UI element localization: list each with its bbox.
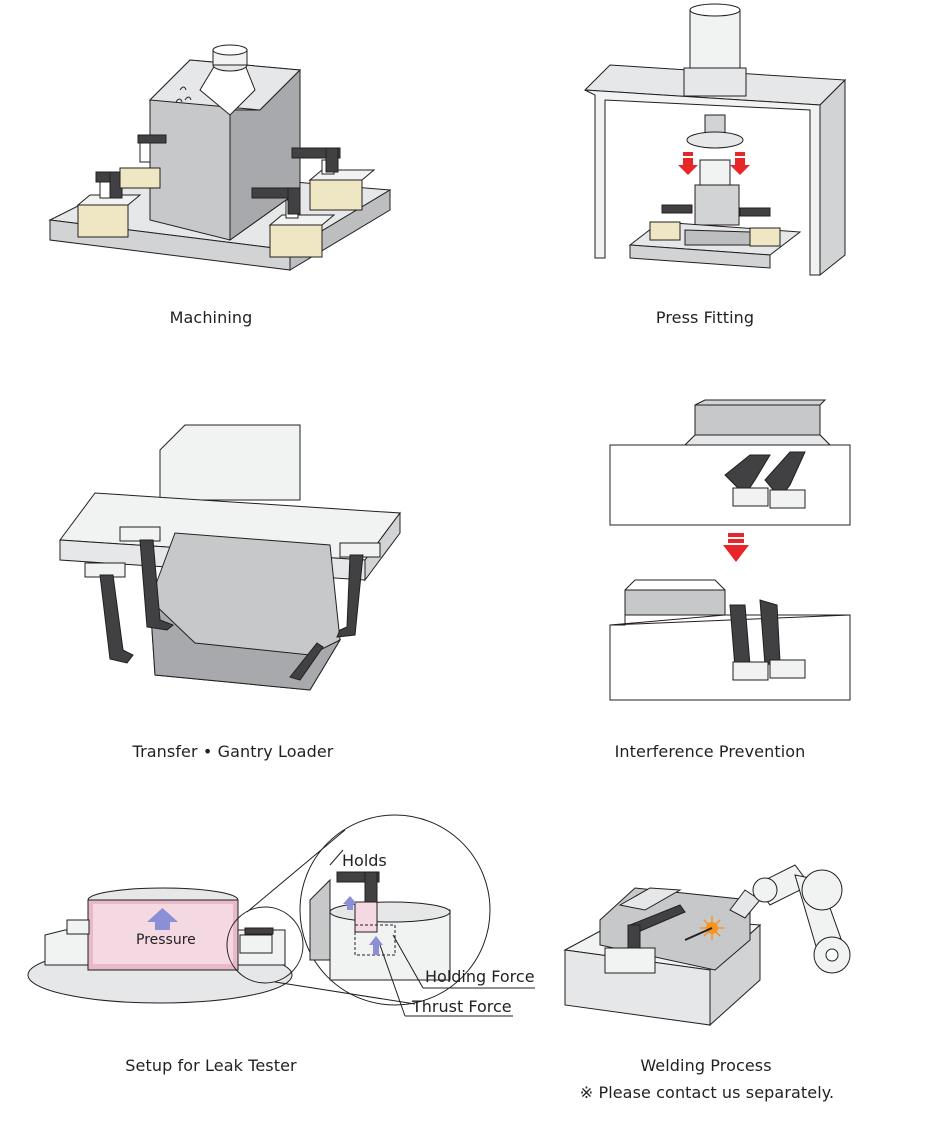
interference-panel: [605, 399, 855, 705]
transfer-illustration: [59, 424, 401, 691]
thrust-force-label: Thrust Force: [412, 997, 512, 1016]
clamp-right-front: [251, 187, 336, 258]
caption-welding: Welding Process: [640, 1056, 772, 1075]
caption-leak-tester: Setup for Leak Tester: [125, 1056, 297, 1075]
leak-tester-panel: [25, 814, 545, 1020]
holding-force-label: Holding Force: [425, 967, 535, 986]
caption-interference: Interference Prevention: [614, 742, 806, 761]
press-fitting-illustration: [583, 3, 847, 277]
welding-panel: [560, 860, 855, 1035]
press-fitting-panel: [580, 0, 860, 280]
machining-illustration: [48, 44, 392, 271]
clamp-left-back: [119, 134, 167, 189]
interference-illustration: [609, 399, 851, 701]
down-arrow-icon: [678, 152, 698, 175]
clamp-transfer-right: [336, 542, 381, 638]
down-arrow-icon: [730, 152, 750, 175]
caption-machining: Machining: [169, 308, 253, 327]
holds-label: Holds: [342, 851, 387, 870]
welding-illustration: [563, 864, 851, 1027]
up-arrow-icon: [343, 896, 357, 910]
up-arrow-icon: [369, 936, 383, 955]
caption-press-fitting: Press Fitting: [655, 308, 755, 327]
leak-tester-illustration: [27, 814, 535, 1017]
clamp-transfer-left: [84, 562, 134, 664]
transfer-panel: [55, 415, 405, 710]
clamp-transfer-center: [119, 526, 174, 631]
machining-panel: [40, 40, 400, 290]
up-arrow-icon: [147, 908, 178, 930]
down-arrow-icon: [723, 533, 749, 562]
caption-transfer: Transfer • Gantry Loader: [132, 742, 334, 761]
caption-welding-note: ※ Please contact us separately.: [579, 1083, 835, 1102]
clamp-right-back: [291, 147, 376, 211]
pressure-label: Pressure: [136, 932, 196, 948]
